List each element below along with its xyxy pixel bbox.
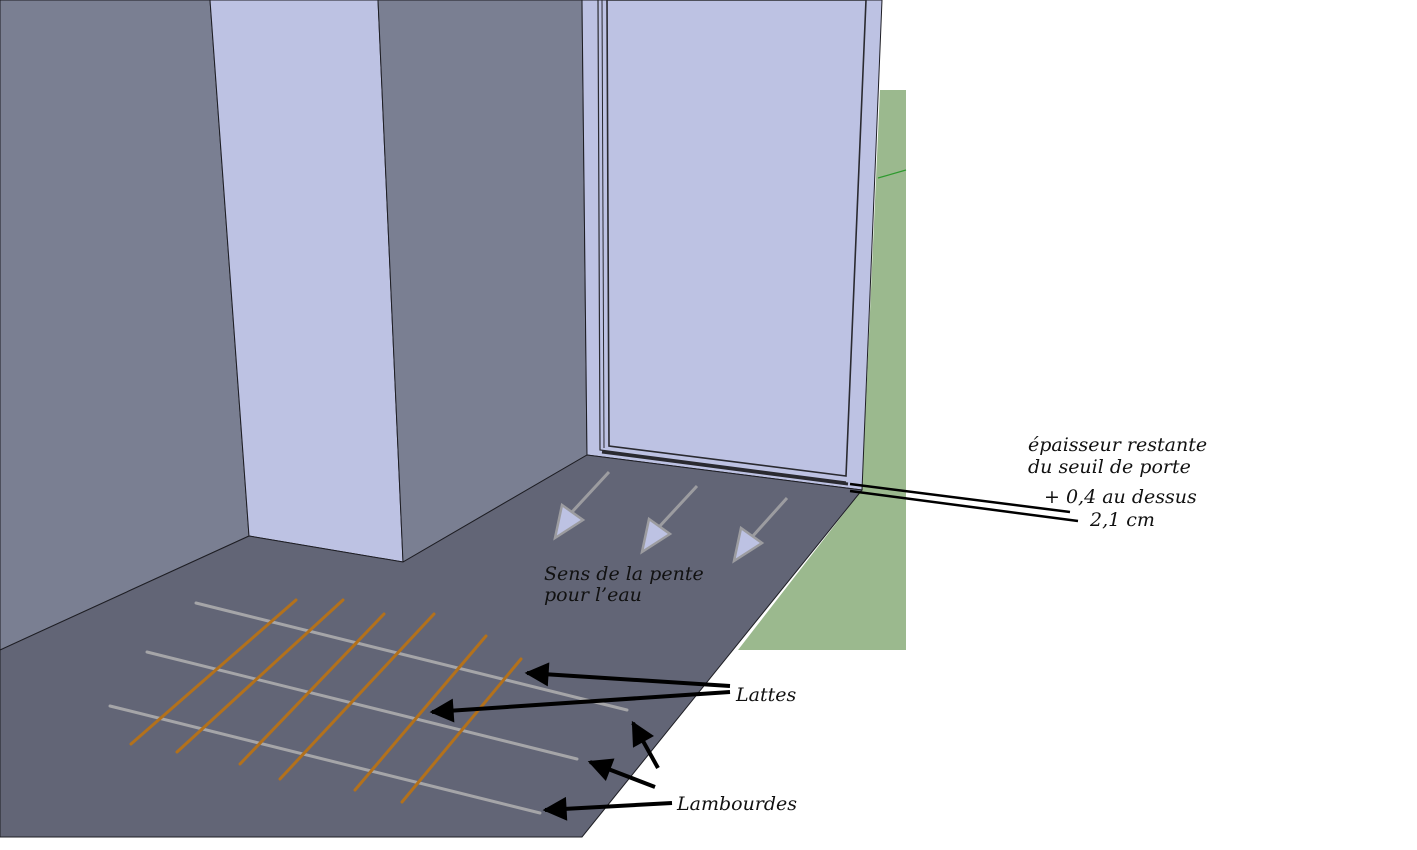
battens-label: Lattes — [735, 684, 796, 706]
threshold-extra-label: + 0,4 au dessus — [1044, 486, 1197, 508]
slope-arrow-head — [553, 502, 586, 541]
batten — [129, 598, 298, 746]
door-jamb-lines — [597, 0, 847, 483]
lambourdes-arrow — [587, 758, 656, 789]
batten — [353, 634, 488, 792]
joist — [194, 601, 629, 712]
threshold-leader-bottom — [849, 489, 1079, 523]
lambourdes-arrow — [631, 720, 660, 769]
joists-group — [108, 601, 629, 815]
slope-label-line1: Sens de la pente — [544, 563, 704, 585]
joists-label: Lambourdes — [676, 793, 797, 815]
slope-arrow-shaft — [657, 484, 699, 529]
threshold-label-line2: du seuil de porte — [1028, 456, 1191, 478]
batten — [278, 612, 436, 781]
batten — [175, 598, 345, 754]
slope-arrow-head — [732, 525, 765, 564]
door-threshold — [601, 450, 849, 486]
grass-axis-line — [877, 169, 907, 179]
slope-arrow-shaft — [570, 470, 611, 514]
slope-arrow-shaft — [750, 496, 789, 539]
door-panel — [606, 0, 867, 477]
batten — [238, 612, 386, 766]
threshold-label-line1: épaisseur restante — [1028, 434, 1207, 456]
annotation-arrows — [429, 662, 731, 821]
joist — [145, 650, 579, 761]
slope-arrows — [553, 470, 789, 564]
battens-group — [129, 598, 523, 804]
threshold-value-label: 2,1 cm — [1089, 509, 1155, 531]
batten — [400, 657, 523, 804]
lambourdes-arrow — [542, 796, 673, 821]
grass-area — [738, 90, 906, 650]
joist — [108, 704, 542, 815]
door-jamb-inner — [601, 0, 605, 449]
slope-arrow-head — [640, 516, 673, 555]
threshold-leader-top — [849, 482, 1071, 514]
lattes-arrow — [429, 690, 731, 723]
left-wall — [0, 0, 250, 651]
lattes-arrow — [524, 662, 731, 688]
slope-label-line2: pour l’eau — [544, 584, 642, 606]
